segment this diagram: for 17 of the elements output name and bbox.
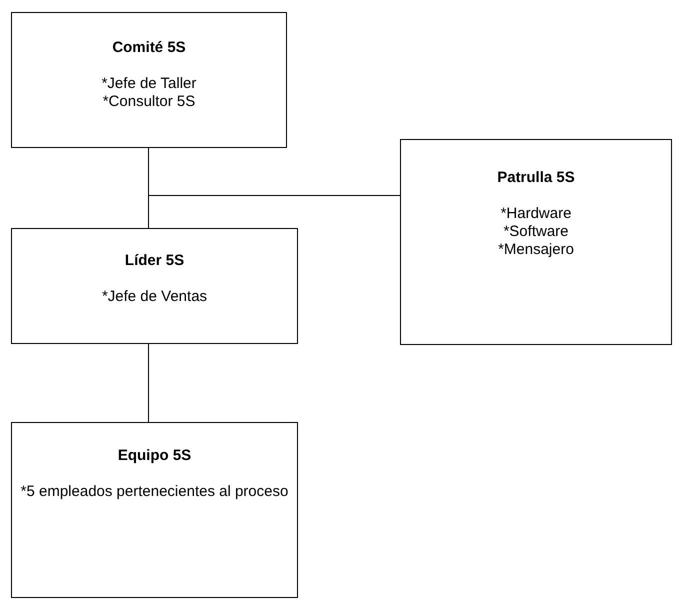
member-text: *Jefe de Taller [100,75,198,93]
member-text: *Software [502,223,570,241]
member-text: *Jefe de Ventas [100,288,208,306]
box-title: Equipo 5S [116,447,192,465]
box-title: Patrulla 5S [496,169,576,187]
org-box [11,228,298,344]
member-text: *Consultor 5S [102,93,196,111]
org-box [400,139,672,345]
connector-line [148,148,400,196]
connector-line [148,344,149,422]
member-text: *Hardware [500,205,572,223]
box-title: Líder 5S [124,252,186,270]
member-text: *5 empleados pertenecientes al proceso [20,483,290,501]
box-title: Comité 5S [111,39,187,57]
org-box [11,422,298,598]
member-text: *Mensajero [497,241,575,259]
org-box [11,12,287,148]
